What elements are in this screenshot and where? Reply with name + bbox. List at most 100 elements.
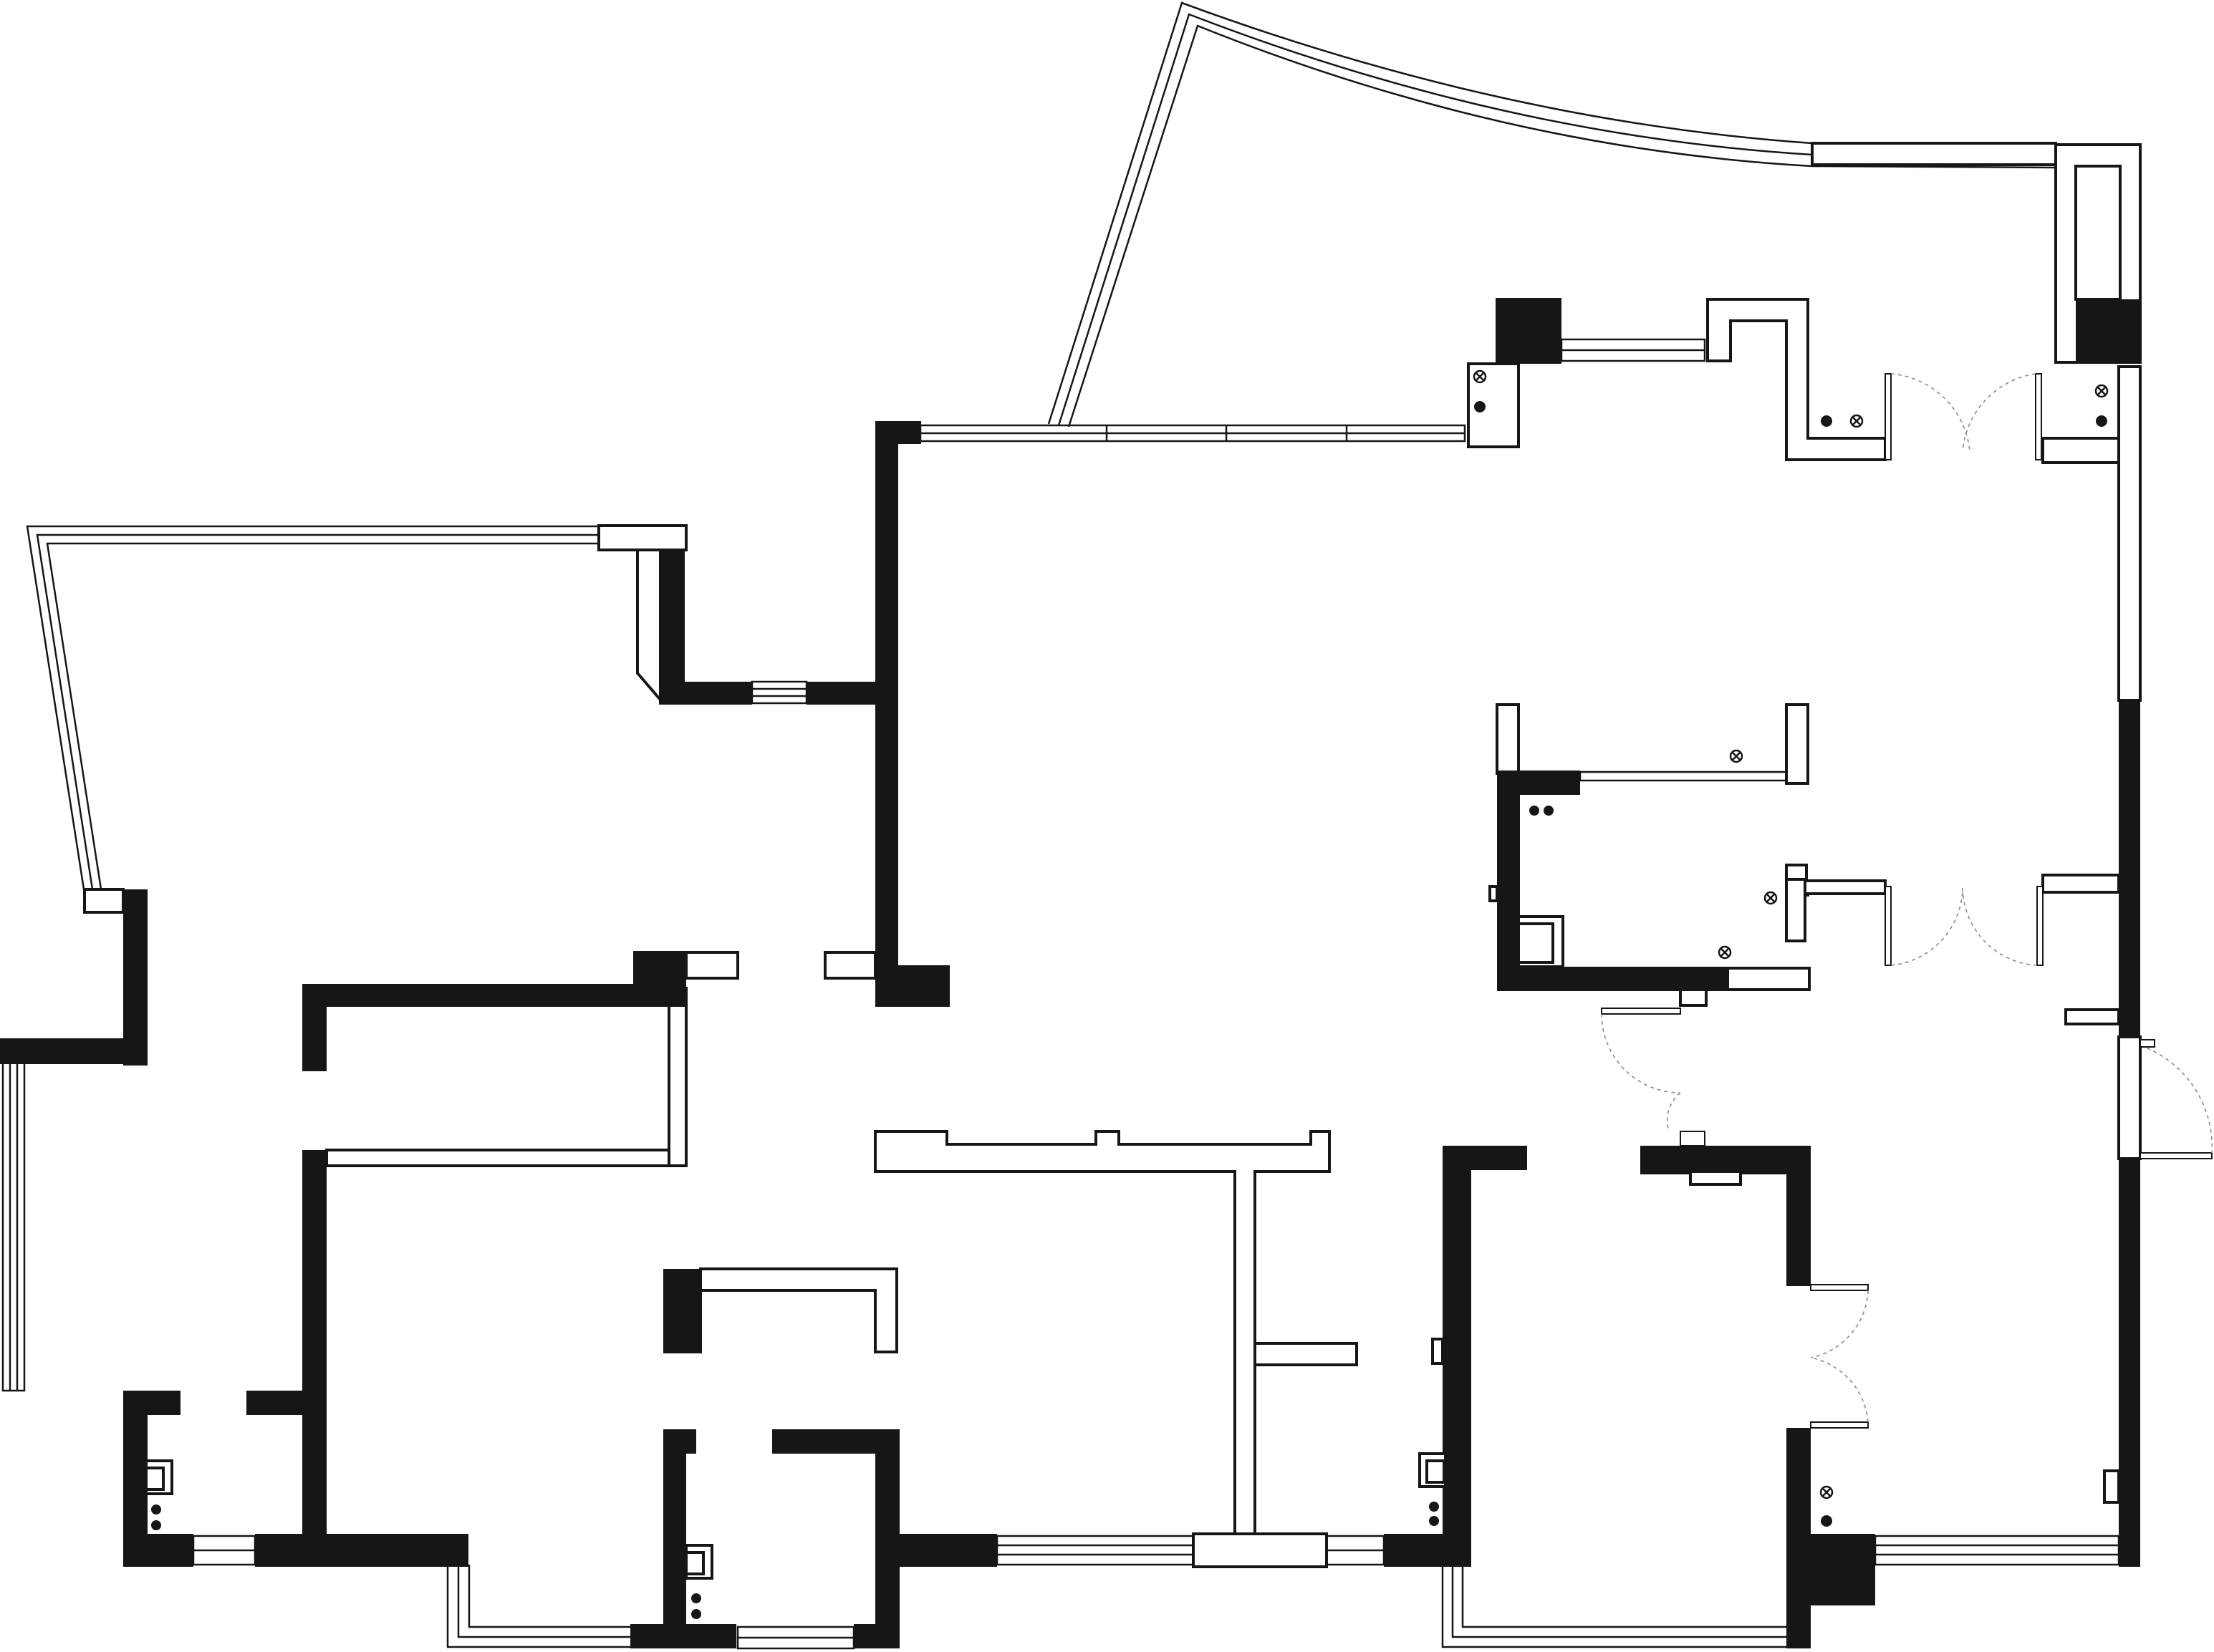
wall-south-central-left	[900, 1534, 997, 1567]
balcony-window-north-curve-inner-1	[1057, 13, 2056, 426]
wall-utility-left	[1497, 771, 1520, 991]
south-bay-window-1-inner	[457, 1565, 630, 1638]
partition-ne-stub-2	[2041, 437, 2120, 464]
balcony-window-north-curve-inner-2	[1067, 24, 2056, 428]
service-box	[1689, 1170, 1742, 1186]
door-corridor-top-swing	[1601, 1013, 1681, 1093]
wall-ne-pillar-right	[2076, 299, 2140, 364]
light-point	[1718, 945, 1732, 960]
partition-corridor-wall	[325, 1149, 688, 1167]
partition-central-stub	[1253, 1342, 1358, 1366]
wall-bath-bottom-right	[854, 1624, 900, 1648]
service-box	[2103, 1469, 2120, 1504]
service-box-inner	[685, 1551, 705, 1575]
partition-utility-bottom-right	[1726, 967, 1811, 991]
socket	[1529, 806, 1539, 816]
wall-bedroom-west-vertical	[302, 1150, 327, 1535]
door-corridor-bottom-swing	[1666, 1092, 1681, 1132]
socket	[2096, 415, 2107, 427]
door-sc-lower-leaf[interactable]	[1810, 1421, 1869, 1429]
south-bay-window-1-inner-2	[468, 1565, 630, 1628]
door-corridor-top-leaf[interactable]	[1601, 1008, 1681, 1015]
light-point	[1849, 414, 1864, 428]
partition-ne-pillar-inner	[2074, 165, 2122, 301]
socket	[151, 1520, 161, 1530]
wall-bath-right-vertical	[875, 1429, 900, 1648]
door-east-entry-jamb	[2140, 1039, 2155, 1048]
fixture-layer	[145, 369, 2120, 1619]
door-utility-right-leaf[interactable]	[2036, 886, 2044, 966]
service-box-inner	[1425, 1459, 1445, 1484]
light-point	[1473, 369, 1487, 384]
service-box	[1785, 878, 1806, 942]
socket	[691, 1609, 701, 1619]
light-point	[1763, 891, 1778, 905]
wall-utility-bottom	[1497, 967, 1728, 991]
wall-central-foot	[875, 965, 950, 1007]
partition-utility-post-right	[1785, 703, 1809, 785]
socket	[151, 1504, 161, 1515]
wall-sc-bottom-right	[1786, 1534, 1811, 1648]
door-utility-left-leaf[interactable]	[1885, 886, 1892, 966]
partition-stub-2	[824, 951, 877, 980]
light-point	[2094, 384, 2109, 398]
wall-sw-bottom	[123, 1534, 193, 1567]
wall-ne-pillar-left	[1496, 298, 1561, 364]
south-bay-window-2-inner	[1451, 1565, 1788, 1638]
partition-central-counter	[874, 1130, 1331, 1535]
socket	[691, 1593, 701, 1603]
wall-east-lower	[2119, 1159, 2140, 1567]
wall-sc-bottom-left	[1384, 1534, 1471, 1567]
south-bay-window-2	[1441, 1565, 1788, 1648]
door-sc-upper-leaf[interactable]	[1810, 1284, 1869, 1291]
light-point	[1729, 749, 1743, 763]
partition-east-door-jamb	[2117, 1035, 2142, 1160]
socket	[1429, 1516, 1439, 1526]
wall-bedroom-north-long	[302, 984, 686, 1007]
door-east-entry-leaf[interactable]	[2140, 1152, 2213, 1159]
balcony-north-sill	[1811, 142, 2057, 166]
south-bay-window-1	[446, 1565, 630, 1648]
west-balcony-window	[26, 525, 599, 894]
service-box-inner	[145, 1467, 165, 1491]
wall-island-block	[663, 1269, 702, 1353]
wall-bath-bottom-left	[630, 1624, 736, 1648]
west-balcony-sill-bottom	[83, 888, 125, 914]
partition-east-stub	[2041, 874, 2120, 894]
door-sc-lower-swing	[1810, 1357, 1869, 1423]
wall-bedroom-north-vertical	[660, 550, 685, 703]
door-corridor-bottom-leaf[interactable]	[1680, 1131, 1705, 1146]
socket	[1821, 1515, 1832, 1527]
door-layer	[1601, 373, 2213, 1429]
partition-stub-1	[685, 951, 739, 980]
door-ne-left-swing	[1890, 373, 1970, 452]
door-ne-left-leaf[interactable]	[1885, 373, 1892, 460]
service-box	[1488, 885, 1498, 902]
wall-sc-left-vertical	[1443, 1146, 1471, 1567]
socket	[1821, 415, 1832, 427]
partition-corridor-wall-vertical	[668, 987, 688, 1167]
door-utility-left-swing	[1890, 887, 1963, 966]
wall-bath-left-vertical	[663, 1429, 686, 1648]
partition-ne-alcove	[1706, 298, 1887, 461]
door-utility-right-swing	[1962, 887, 2038, 966]
west-balcony-sill-top	[597, 524, 688, 551]
wall-west-upper-vertical	[123, 889, 148, 1066]
service-box	[1431, 1338, 1444, 1365]
socket	[1474, 401, 1486, 412]
light-point	[1819, 1485, 1834, 1499]
door-ne-right-leaf[interactable]	[2035, 373, 2042, 460]
structural-wall-layer	[0, 298, 2140, 1648]
socket	[1429, 1502, 1439, 1512]
wall-west-horizontal	[0, 1038, 148, 1064]
south-window-3-sill	[1192, 1532, 1328, 1568]
door-ne-right-swing	[1962, 373, 2036, 452]
east-window-upper	[2117, 365, 2142, 702]
socket	[1544, 806, 1554, 816]
wall-bedroom-north-cap	[633, 951, 686, 1007]
wall-bedroom-north-2	[807, 682, 875, 705]
service-box-inner	[1517, 922, 1554, 964]
balcony-window-north-curve	[1047, 1, 2056, 425]
